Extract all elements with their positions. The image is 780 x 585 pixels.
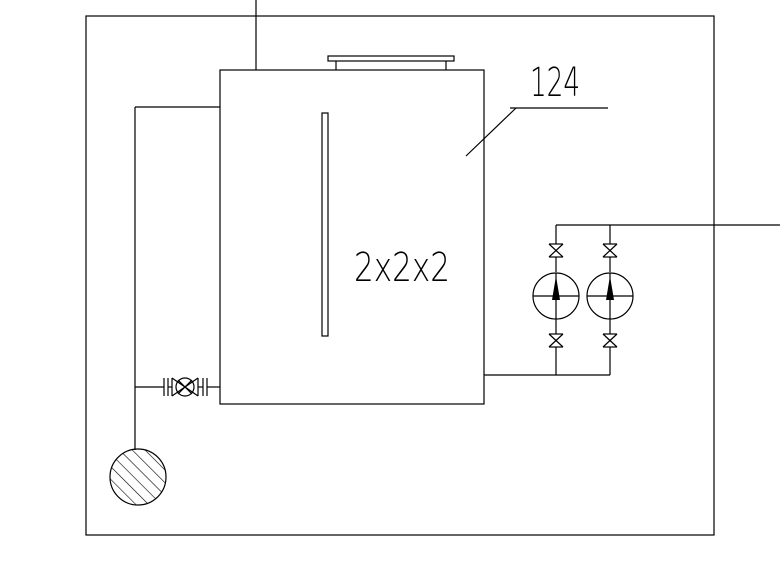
tank-dimension-label: 2x2x2: [354, 245, 450, 291]
pump-2: [586, 243, 634, 352]
valve-icon: [602, 243, 618, 258]
pump-suction-pipe: [484, 352, 611, 376]
level-gauge: [321, 112, 329, 337]
pump-1: [532, 243, 580, 352]
valve-icon: [548, 333, 564, 348]
sump-pit: [109, 448, 167, 506]
pump-icon: [532, 272, 580, 320]
tank-body: [219, 69, 485, 405]
manhole-flange: [327, 55, 455, 70]
callout-leader: [465, 107, 608, 157]
outer-frame: [85, 15, 715, 536]
pump-discharge-pipe: [555, 224, 780, 244]
tank-callout-label: 124: [530, 60, 580, 106]
pump-icon: [586, 272, 634, 320]
left-overflow-pipe: [134, 106, 220, 450]
valve-icon: [548, 243, 564, 258]
gate-valve-icon: [163, 377, 208, 397]
valve-icon: [602, 333, 618, 348]
